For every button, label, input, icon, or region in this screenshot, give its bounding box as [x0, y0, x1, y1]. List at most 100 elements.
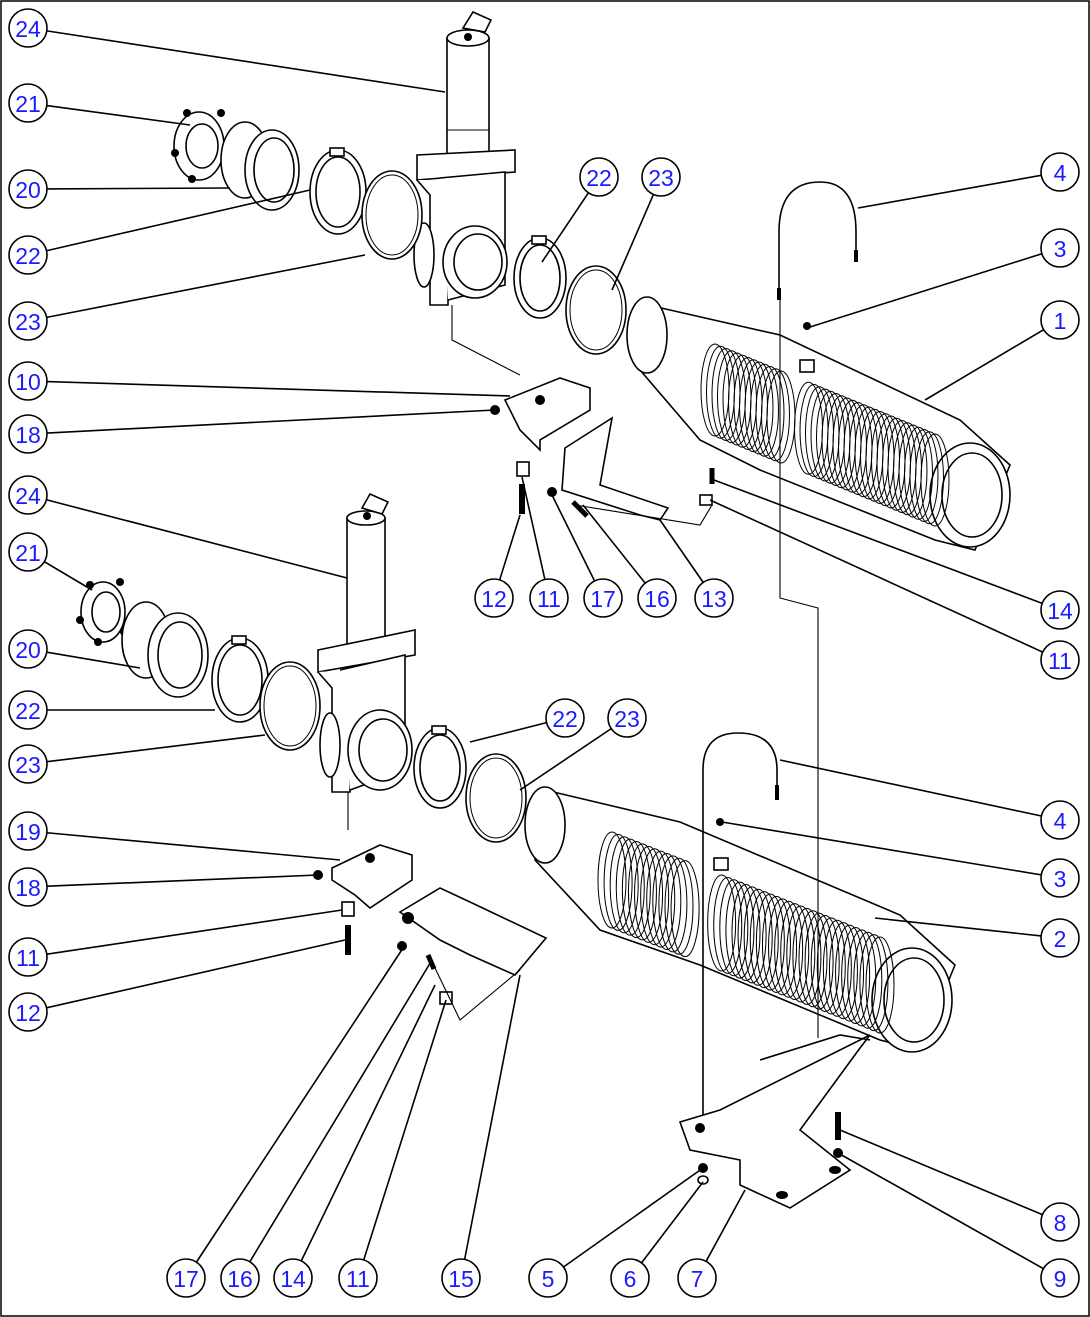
leader-line-21	[43, 561, 93, 591]
leader-line-19	[46, 831, 341, 861]
callout-number: 7	[691, 1266, 704, 1292]
callout-18: 18	[8, 867, 48, 907]
callout-number: 18	[15, 875, 41, 901]
callout-22: 22	[8, 690, 48, 730]
leader-line-3	[809, 252, 1043, 328]
callout-number: 12	[15, 1000, 41, 1026]
leader-line-8	[839, 1129, 1043, 1216]
callout-11: 11	[338, 1258, 378, 1298]
callout-number: 23	[648, 165, 674, 191]
leader-line-4	[857, 174, 1042, 209]
callout-18: 18	[8, 414, 48, 454]
callout-number: 17	[173, 1266, 199, 1292]
nut-3-upper	[803, 322, 811, 330]
leader-line-5	[563, 1167, 704, 1268]
leader-line-14	[300, 984, 436, 1262]
leader-line-12	[498, 514, 521, 581]
callout-23: 23	[8, 301, 48, 341]
callout-number: 10	[15, 369, 41, 395]
callout-number: 2	[1054, 926, 1067, 952]
callout-number: 19	[15, 819, 41, 845]
clamp-22-lower-right	[413, 725, 467, 809]
callout-number: 9	[1054, 1266, 1067, 1292]
callout-number: 8	[1054, 1210, 1067, 1236]
callout-number: 22	[586, 165, 612, 191]
cylinder-upper	[446, 10, 493, 167]
leader-line-12	[46, 939, 346, 1009]
upper-assembly	[171, 10, 1011, 551]
callout-number: 12	[481, 586, 507, 612]
bracket-19	[313, 844, 413, 910]
callout-number: 24	[15, 16, 41, 42]
leader-line-18	[46, 409, 496, 434]
callout-number: 5	[542, 1266, 555, 1292]
flange-21-lower	[76, 578, 128, 646]
callout-11: 11	[1040, 640, 1080, 680]
callout-3: 3	[1040, 858, 1080, 898]
callout-number: 23	[15, 752, 41, 778]
callout-number: 11	[537, 586, 561, 612]
callout-number: 6	[624, 1266, 637, 1292]
callout-16: 16	[220, 1258, 260, 1298]
leader-line-3	[721, 821, 1042, 876]
callout-number: 14	[1047, 598, 1073, 624]
callout-number: 20	[15, 177, 41, 203]
callout-number: 21	[15, 540, 41, 566]
seal-23-upper-right	[565, 265, 627, 355]
callout-21: 21	[8, 532, 48, 572]
u-bolt-4-upper	[778, 181, 857, 300]
callout-number: 20	[15, 637, 41, 663]
leader-line-17	[195, 944, 406, 1263]
bracket-15	[397, 887, 548, 976]
leader-line-20	[46, 651, 141, 669]
callout-number: 4	[1054, 160, 1067, 186]
callout-10: 10	[8, 361, 48, 401]
bracket-7	[678, 1034, 871, 1209]
callout-17: 17	[166, 1258, 206, 1298]
leader-line-11	[709, 499, 1044, 653]
clamp-22-upper-right	[513, 235, 567, 319]
callout-number: 22	[15, 243, 41, 269]
callout-6: 6	[610, 1258, 650, 1298]
callout-23: 23	[8, 744, 48, 784]
leader-line-16	[249, 959, 433, 1263]
leader-line-10	[46, 380, 511, 397]
callout-19: 19	[8, 811, 48, 851]
nut-3-lower	[716, 818, 724, 826]
leader-lines	[43, 30, 1045, 1270]
bracket-13	[561, 416, 670, 521]
leader-line-22	[46, 189, 311, 252]
callout-number: 18	[15, 422, 41, 448]
callout-number: 11	[346, 1266, 370, 1292]
leader-line-16	[582, 504, 646, 584]
callout-13: 13	[694, 578, 734, 618]
leader-line-11	[46, 909, 343, 955]
leader-line-22	[541, 192, 590, 263]
callout-4: 4	[1040, 152, 1080, 192]
callout-1: 1	[1040, 300, 1080, 340]
callout-number: 11	[16, 945, 40, 971]
leader-line-11	[521, 476, 546, 580]
clamp-22-lower-left	[211, 635, 269, 723]
callout-9: 9	[1040, 1258, 1080, 1298]
callout-number: 13	[701, 586, 727, 612]
leader-line-4	[779, 759, 1042, 817]
leader-line-11	[362, 999, 447, 1261]
callout-11: 11	[8, 937, 48, 977]
callout-17: 17	[583, 578, 623, 618]
leader-line-24	[46, 30, 446, 93]
callout-number: 17	[590, 586, 616, 612]
callout-number: 4	[1054, 808, 1067, 834]
leader-line-6	[640, 1181, 704, 1264]
callout-7: 7	[677, 1258, 717, 1298]
callout-number: 15	[448, 1266, 474, 1292]
callout-22: 22	[545, 698, 585, 738]
leader-line-15	[463, 974, 521, 1260]
hose-1-corrugation	[700, 343, 950, 527]
callout-12: 12	[474, 578, 514, 618]
hose-1	[626, 296, 1011, 551]
leader-line-13	[659, 519, 704, 583]
